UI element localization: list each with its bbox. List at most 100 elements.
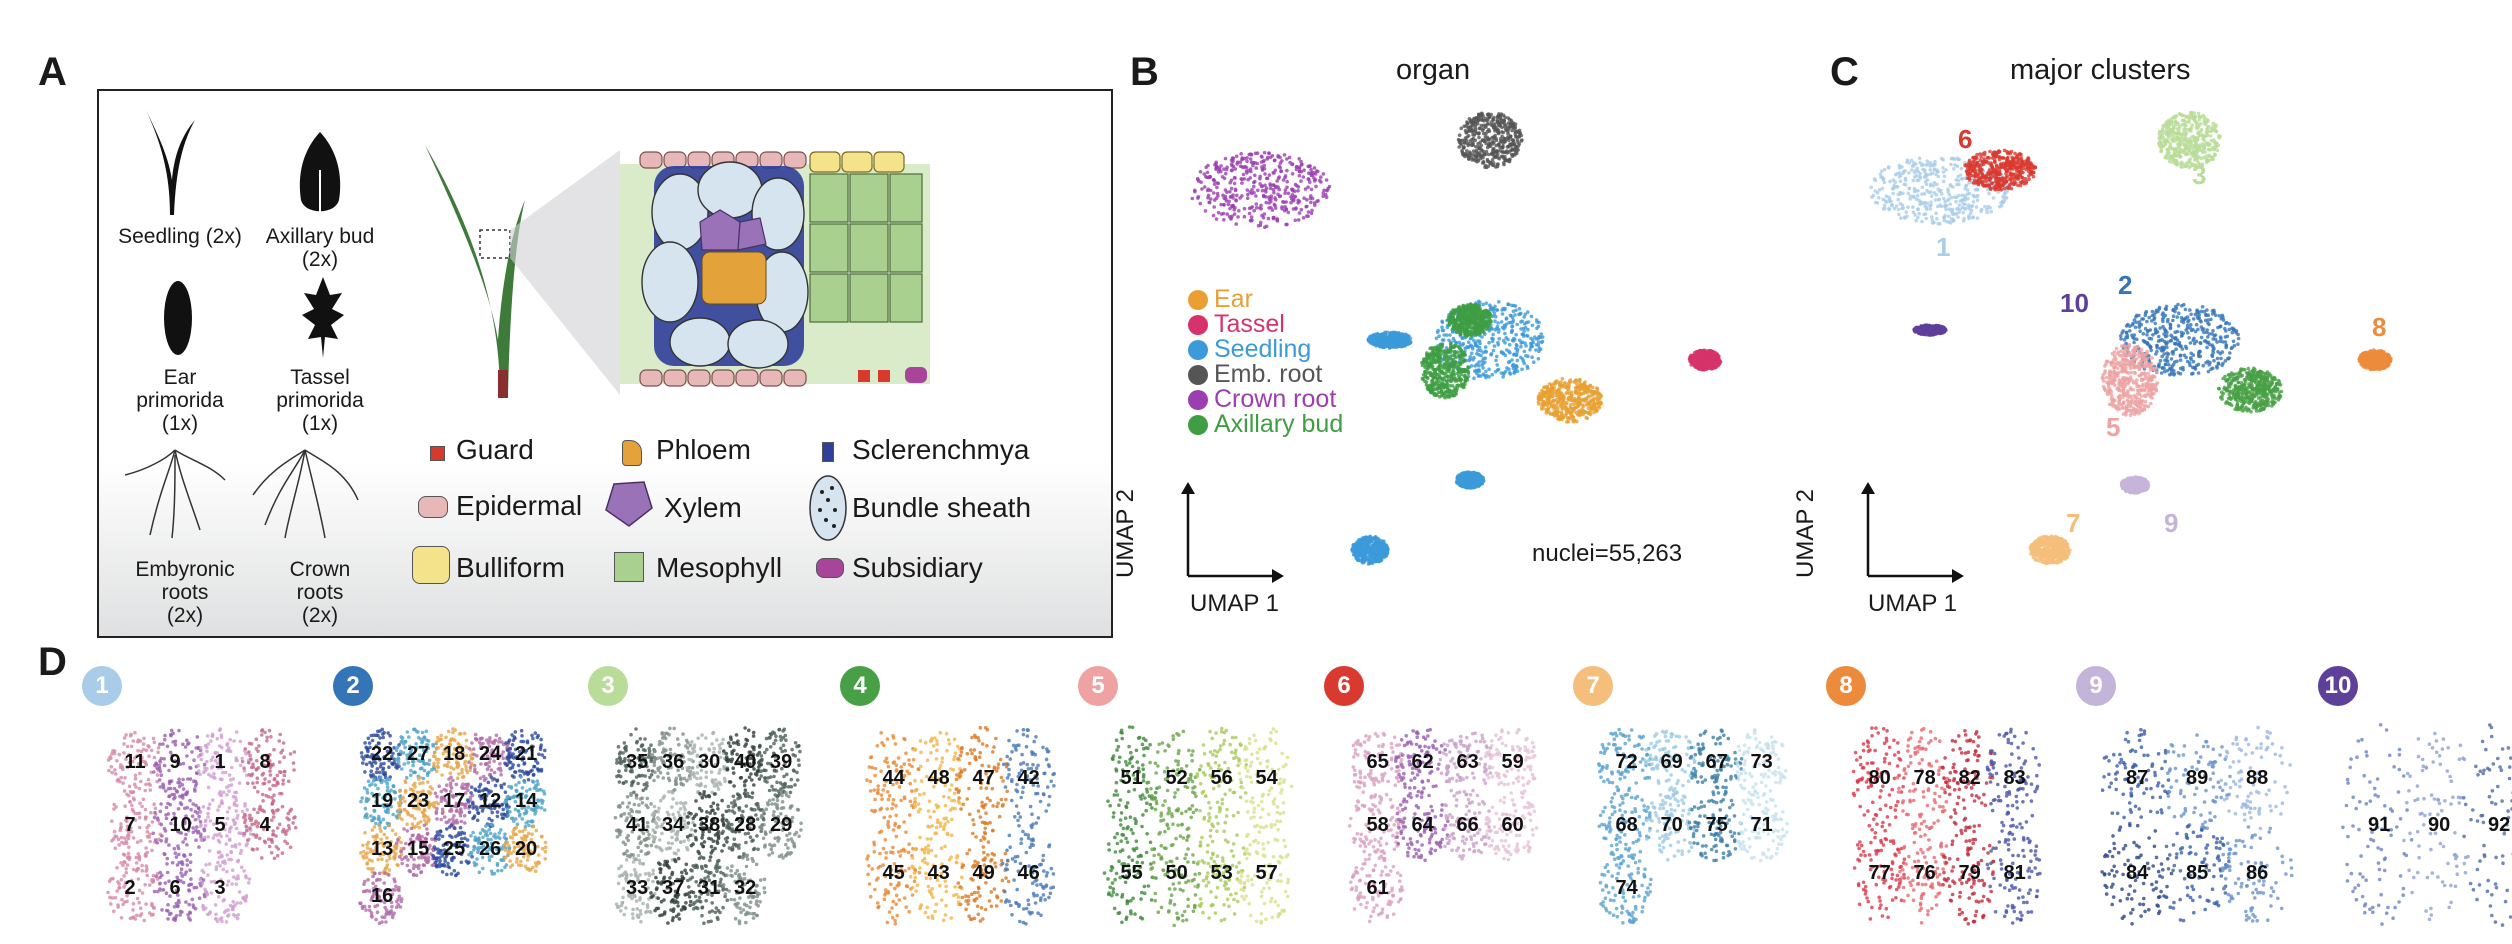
subcluster-cloud-87 <box>2100 727 2171 826</box>
subcluster-label-75: 75 <box>1705 814 1728 836</box>
organ-label-tassel: Tassel primorida (1x) <box>276 366 364 435</box>
subcluster-cloud-47 <box>954 725 1009 831</box>
subcluster-label-56: 56 <box>1210 766 1233 789</box>
subcluster-plot-7 <box>1597 727 1789 925</box>
subcluster-label-15: 15 <box>407 837 430 860</box>
umap-b-cloud-seedling3 <box>1350 534 1390 566</box>
nuclei-count: nuclei=55,263 <box>1532 540 1683 567</box>
subcluster-cloud-69 <box>1643 729 1697 799</box>
subcluster-cloud-75 <box>1687 790 1743 863</box>
subcluster-label-91: 91 <box>2368 814 2391 836</box>
subcluster-label-71: 71 <box>1750 814 1773 836</box>
organ-legend-axillary-bud: Axillary bud <box>1188 412 1343 437</box>
subcluster-label-68: 68 <box>1615 814 1638 836</box>
subcluster-label-84: 84 <box>2126 861 2149 884</box>
subcluster-cloud-57 <box>1237 824 1290 925</box>
subcluster-label-69: 69 <box>1660 750 1683 773</box>
subcluster-label-20: 20 <box>515 837 538 860</box>
cluster-label-5: 5 <box>2106 412 2121 442</box>
umap-b-cloud-mix <box>1446 302 1493 338</box>
subcluster-label-7: 7 <box>124 814 136 836</box>
subcluster-label-37: 37 <box>662 877 685 900</box>
subcluster-cloud-79 <box>1941 828 1996 926</box>
subcluster-cloud-60 <box>1484 791 1539 862</box>
subcluster-cloud-23 <box>396 775 441 830</box>
legend-swatch-bundle-sheath <box>809 475 847 541</box>
subcluster-label-82: 82 <box>1958 766 1981 789</box>
subcluster-label-81: 81 <box>2003 861 2026 884</box>
legend-swatch-sclerenchyma <box>822 442 834 462</box>
subcluster-cloud-22 <box>359 727 402 782</box>
subcluster-label-60: 60 <box>1501 814 1524 836</box>
umap-c-axes <box>1861 482 1964 583</box>
subcluster-badge-6: 6 <box>1324 666 1364 706</box>
umap-c-cloud-9 <box>2119 475 2151 495</box>
subcluster-cloud-16 <box>358 871 404 925</box>
subcluster-label-32: 32 <box>734 877 757 900</box>
subcluster-label-23: 23 <box>407 790 430 813</box>
subcluster-label-5: 5 <box>214 814 226 836</box>
subcluster-label-58: 58 <box>1366 814 1389 836</box>
subcluster-plot-5 <box>1102 725 1294 928</box>
subcluster-cloud-8 <box>240 728 297 798</box>
legend-swatch-bulliform <box>412 546 450 584</box>
subcluster-cloud-76 <box>1897 824 1949 925</box>
cluster-label-4: 4 <box>2254 370 2269 400</box>
subcluster-label-22: 22 <box>371 742 394 765</box>
umap-c-ylabel: UMAP 2 <box>1792 489 1819 578</box>
subcluster-plot-3 <box>613 726 803 926</box>
subcluster-cloud-77 <box>1852 820 1907 921</box>
subcluster-cloud-88 <box>2219 725 2292 831</box>
subcluster-label-34: 34 <box>662 814 685 836</box>
subcluster-label-28: 28 <box>734 814 757 836</box>
subcluster-label-21: 21 <box>515 742 538 765</box>
subcluster-cloud-4 <box>242 792 298 861</box>
crown-roots-icon <box>252 449 359 539</box>
subcluster-cloud-89 <box>2166 733 2232 830</box>
subcluster-label-14: 14 <box>515 790 538 813</box>
subcluster-cloud-14 <box>503 775 547 829</box>
umap-b-cloud-seedling2 <box>1454 470 1486 490</box>
subcluster-label-89: 89 <box>2186 766 2209 789</box>
subcluster-label-44: 44 <box>882 766 905 789</box>
subcluster-label-90: 90 <box>2428 814 2451 836</box>
legend-swatch-mesophyll <box>614 552 644 582</box>
umap-c-xlabel: UMAP 1 <box>1868 590 1957 617</box>
organ-label-crown-roots: Crown roots (2x) <box>289 558 351 627</box>
subcluster-label-11: 11 <box>124 750 146 773</box>
subcluster-cloud-52 <box>1146 729 1202 831</box>
subcluster-label-16: 16 <box>371 885 394 908</box>
subcluster-cloud-65 <box>1351 731 1404 798</box>
subcluster-cloud-35 <box>615 727 657 797</box>
subcluster-cloud-11 <box>106 730 163 798</box>
subcluster-cloud-61 <box>1349 854 1405 924</box>
subcluster-label-64: 64 <box>1411 814 1434 836</box>
leaf-cross-section <box>620 151 930 387</box>
legend-label-bundle-sheath: Bundle sheath <box>852 492 1032 523</box>
legend-label-xylem: Xylem <box>664 492 742 523</box>
subcluster-label-57: 57 <box>1255 861 1278 884</box>
subcluster-badge-3: 3 <box>588 666 628 706</box>
legend-label-bulliform: Bulliform <box>456 552 565 583</box>
subcluster-cloud-83 <box>1985 727 2041 829</box>
panel-c-title: major clusters <box>2010 54 2191 86</box>
subcluster-label-61: 61 <box>1366 877 1389 900</box>
legend-swatch-guard <box>430 446 445 461</box>
subcluster-label-74: 74 <box>1615 877 1638 900</box>
cluster-label-9: 9 <box>2164 508 2179 538</box>
subcluster-badge-10: 10 <box>2318 666 2358 706</box>
subcluster-label-76: 76 <box>1913 861 1936 884</box>
subcluster-cloud-46 <box>1000 822 1056 926</box>
subcluster-label-41: 41 <box>626 814 649 836</box>
subcluster-label-35: 35 <box>626 750 649 773</box>
subcluster-label-85: 85 <box>2186 861 2209 884</box>
umap-c-cloud-7 <box>2028 534 2072 566</box>
organ-label-embryonic-roots: Embyronic roots (2x) <box>135 558 235 627</box>
subcluster-cloud-36 <box>650 726 695 793</box>
subcluster-cloud-71 <box>1736 791 1789 863</box>
subcluster-cloud-67 <box>1688 728 1744 797</box>
subcluster-plot-6 <box>1347 727 1539 924</box>
